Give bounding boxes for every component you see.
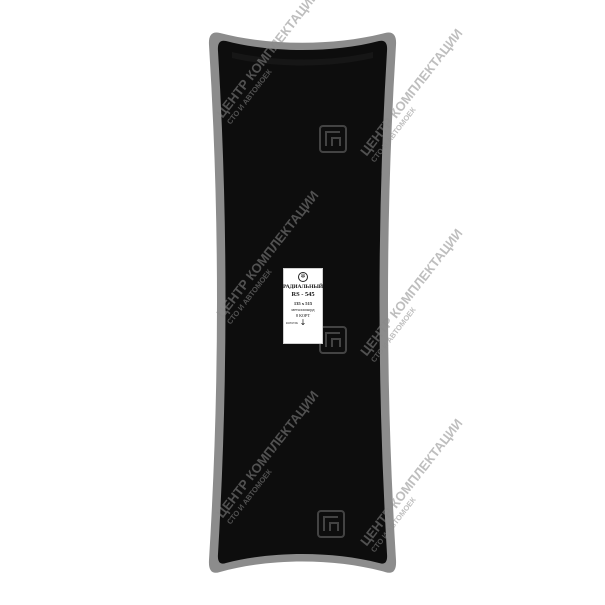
label-bottom-row: ROSSVIK ↓ bbox=[284, 319, 322, 327]
patch-ply: 8 КОРТ bbox=[295, 313, 311, 318]
patch-model: RS - 545 bbox=[291, 291, 315, 298]
watermark-logo-icon bbox=[317, 510, 345, 538]
product-label: ✲ РАДИАЛЬНЫЙ RS - 545 135 х 515 металлок… bbox=[283, 268, 323, 344]
brand-logo-icon: ✲ bbox=[298, 272, 308, 282]
patch-size: 135 х 515 bbox=[293, 301, 313, 306]
maker-name: ROSSVIK bbox=[286, 322, 298, 325]
patch-material: металлокорд bbox=[291, 307, 315, 312]
patch-sheen bbox=[232, 52, 373, 66]
watermark-logo-icon bbox=[319, 125, 347, 153]
arrow-down-icon: ↓ bbox=[299, 318, 307, 327]
patch-type: РАДИАЛЬНЫЙ bbox=[282, 284, 324, 290]
